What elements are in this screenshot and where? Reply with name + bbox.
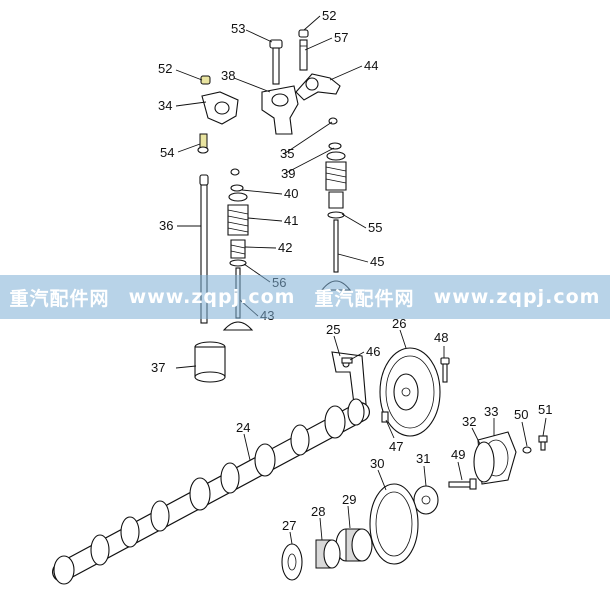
callout-48: 48 (434, 330, 448, 345)
part-bolt-48 (440, 357, 450, 383)
callout-45: 45 (370, 254, 384, 269)
part-screw-57 (299, 39, 308, 71)
callout-33: 33 (484, 404, 498, 419)
callout-26: 26 (392, 316, 406, 331)
part-gear-30 (369, 483, 419, 565)
callout-44: 44 (364, 58, 378, 73)
callout-labels: 53 52 57 52 38 44 34 54 35 39 40 36 41 4… (151, 8, 552, 533)
watermark-band: 重汽配件网 www.zqpj.com 重汽配件网 www.zqpj.com (0, 275, 610, 319)
watermark-url-repeat: www.zqpj.com (433, 286, 601, 308)
callout-35: 35 (280, 146, 294, 161)
part-bolt-46 (341, 357, 353, 364)
part-tappet-37 (194, 341, 226, 383)
callout-29: 29 (342, 492, 356, 507)
part-nut-52-top (298, 29, 309, 38)
part-valve-train-right (320, 117, 352, 291)
callout-27: 27 (282, 518, 296, 533)
callout-32: 32 (462, 414, 476, 429)
callout-41: 41 (284, 213, 298, 228)
part-bolt-53 (269, 39, 283, 85)
callout-51: 51 (538, 402, 552, 417)
part-bushing-29 (335, 528, 373, 562)
part-nut-52-left (200, 75, 211, 85)
part-push-rod-36 (199, 174, 209, 324)
callout-50: 50 (514, 407, 528, 422)
callout-57: 57 (334, 30, 348, 45)
watermark-site-name-repeat: 重汽配件网 (314, 287, 415, 310)
callout-40: 40 (284, 186, 298, 201)
part-bolt-49 (448, 478, 477, 490)
callout-39: 39 (281, 166, 295, 181)
callout-47: 47 (389, 439, 403, 454)
part-rocker-arm-34 (201, 91, 239, 125)
callout-31: 31 (416, 451, 430, 466)
callout-52-left: 52 (158, 61, 172, 76)
callout-38: 38 (221, 68, 235, 83)
part-bolt-51 (538, 435, 548, 451)
callout-49: 49 (451, 447, 465, 462)
watermark-site-name: 重汽配件网 (9, 287, 110, 310)
part-spacer-28 (315, 539, 341, 569)
callout-55: 55 (368, 220, 382, 235)
part-thrust-plate-31 (413, 485, 439, 515)
callout-52-top: 52 (322, 8, 336, 23)
callout-24: 24 (236, 420, 250, 435)
callout-37: 37 (151, 360, 165, 375)
part-screw-54 (197, 133, 209, 154)
callout-36: 36 (159, 218, 173, 233)
part-washer-27 (281, 543, 303, 581)
callout-25: 25 (326, 322, 340, 337)
watermark-url: www.zqpj.com (128, 286, 296, 308)
part-camshaft-24 (52, 398, 370, 585)
part-gasket-32 (473, 441, 495, 483)
callout-30: 30 (370, 456, 384, 471)
callout-53: 53 (231, 21, 245, 36)
callout-34: 34 (158, 98, 172, 113)
callout-42: 42 (278, 240, 292, 255)
callout-54: 54 (160, 145, 174, 160)
part-washer-50 (522, 446, 532, 454)
part-rocker-arm-44 (295, 73, 341, 101)
part-rocker-support-38 (261, 85, 299, 135)
callout-46: 46 (366, 344, 380, 359)
part-camshaft-gear-26 (379, 347, 441, 437)
callout-28: 28 (311, 504, 325, 519)
part-pin-47 (381, 411, 389, 423)
